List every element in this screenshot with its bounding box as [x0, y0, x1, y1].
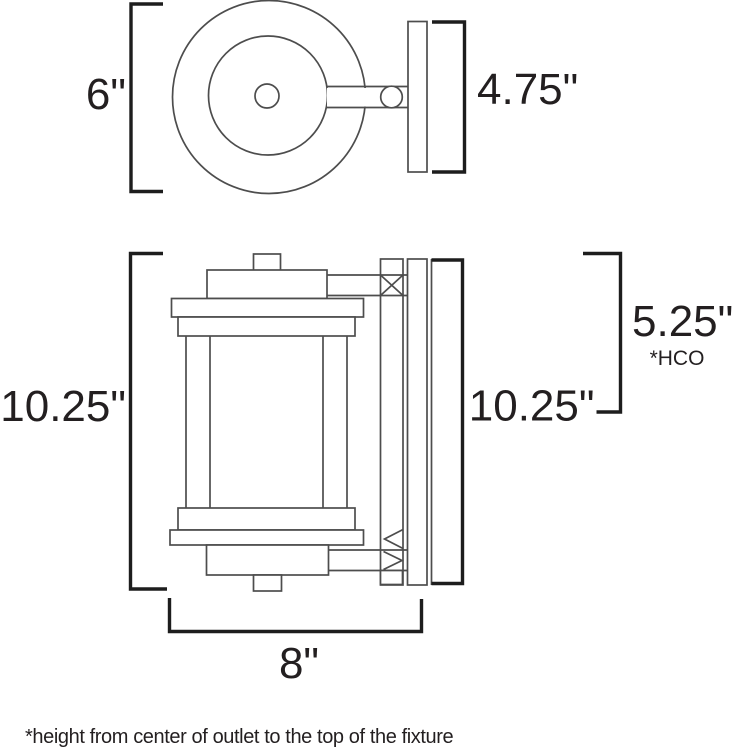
bottom-knob: [252, 574, 283, 592]
dim-label-left-1025in: 10.25": [0, 382, 126, 431]
mount-plate-mid-strip: [406, 258, 428, 586]
lower-hook-box: [379, 569, 404, 586]
dim-label-475in: 4.75": [477, 65, 578, 114]
bottom-cap: [205, 544, 330, 576]
arm-pivot-circle: [379, 85, 404, 109]
dim-bracket-left-1025in: [128, 251, 167, 591]
backplate-top-view: [407, 20, 428, 173]
bottom-rim-inner: [177, 507, 356, 531]
top-rim-outer: [170, 297, 365, 318]
dim-label-right-1025in: 10.25": [469, 382, 595, 431]
dim-label-8in: 8": [279, 639, 319, 688]
right-post: [322, 329, 348, 516]
dim-label-hco: *HCO: [650, 347, 705, 370]
top-cap: [206, 269, 328, 300]
dim-bracket-right-1025in: [431, 258, 465, 586]
dim-bracket-475in: [432, 20, 467, 174]
footnote: *height from center of outlet to the top…: [25, 726, 454, 748]
front-view: 10.25": [0, 251, 733, 688]
left-post: [185, 329, 211, 516]
dim-bracket-525in: [583, 251, 623, 414]
lower-hook-chevron-left: [382, 528, 404, 550]
upper-brace-diagonal-2: [379, 274, 404, 297]
lower-hook-chevron-right: [383, 550, 404, 571]
dim-bracket-6in: [129, 2, 163, 194]
bottom-rim-outer: [169, 529, 365, 546]
finial-knob: [252, 253, 282, 272]
center-finial-circle: [254, 83, 280, 109]
top-view: 6" 4.75": [86, 0, 578, 195]
dim-bracket-8in: [167, 598, 424, 634]
dim-label-525in: 5.25": [632, 297, 733, 346]
top-rim-inner: [177, 316, 356, 337]
dim-label-6in: 6": [86, 70, 126, 119]
